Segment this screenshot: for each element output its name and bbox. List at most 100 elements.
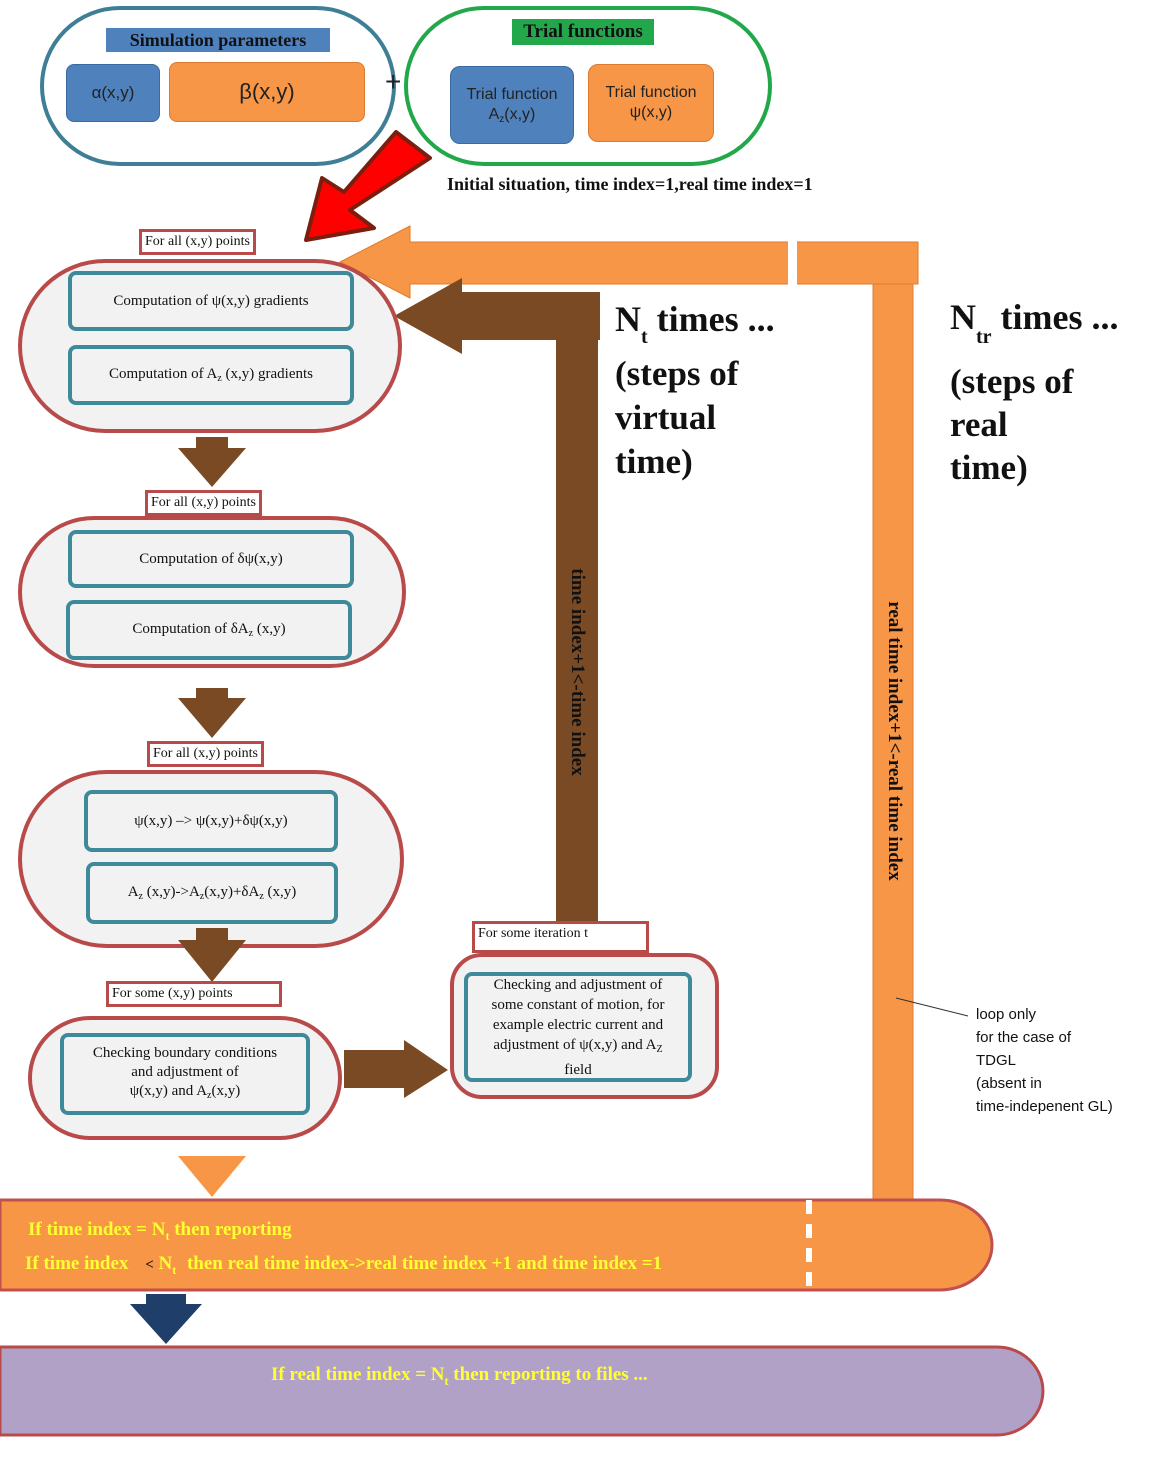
note-line-4: (absent in xyxy=(976,1075,1042,1092)
plus-sign: + xyxy=(385,66,402,97)
virtual-desc-1: (steps of xyxy=(615,354,739,393)
report-line-1-post: then reporting xyxy=(169,1219,292,1240)
label-some-iteration: For some iteration t xyxy=(472,921,649,953)
motion-box: Checking and adjustment of some constant… xyxy=(464,972,692,1082)
update-az-sub2: z xyxy=(199,891,205,902)
virtual-bar-text: time index+1<-time index xyxy=(567,568,588,776)
report-line-2-n: N xyxy=(158,1253,173,1274)
right-arrow-motion xyxy=(344,1040,448,1098)
trial-az-sub: z xyxy=(499,114,505,125)
delta-az-text: Computation of δAz (x,y) xyxy=(132,621,285,639)
grad-az-sub: z xyxy=(217,373,222,384)
delta-psi-box: Computation of δψ(x,y) xyxy=(68,530,354,588)
report-line-2-pre: If time index xyxy=(25,1253,129,1274)
real-loop-count: Ntr times ... xyxy=(950,296,1119,349)
virtual-desc-2: virtual xyxy=(615,398,717,437)
delta-az-post: (x,y) xyxy=(256,621,286,637)
virtual-loop-desc: (steps of virtual time) xyxy=(615,352,738,484)
label-all-points-3: For all (x,y) points xyxy=(147,741,264,767)
update-az-d: (x,y) xyxy=(267,884,297,900)
trial-az-symbol: A xyxy=(488,106,500,123)
trial-az-line2: Az(x,y) xyxy=(451,105,573,130)
trial-psi-line2: ψ(x,y) xyxy=(629,104,673,121)
motion-line2: some constant of motion, for xyxy=(491,996,665,1013)
update-az-sub1: z xyxy=(138,891,143,902)
update-az-a: A xyxy=(127,884,139,900)
update-az-c: (x,y)+δA xyxy=(204,884,260,900)
start-arrow xyxy=(304,130,432,242)
label-some-points: For some (x,y) points xyxy=(106,981,282,1007)
report-line-2: If time index < Nt then real time index-… xyxy=(25,1253,662,1278)
trial-psi-line1: Trial function xyxy=(605,84,697,101)
beta-box: β(x,y) xyxy=(169,62,365,122)
report-line-2-post: then real time index->real time index +1… xyxy=(186,1253,663,1274)
update-az-sub3: z xyxy=(259,891,264,902)
motion-line1: Checking and adjustment of xyxy=(493,976,663,993)
delta-psi-text: Computation of δψ(x,y) xyxy=(139,550,283,567)
motion-text: Checking and adjustment of some constant… xyxy=(492,975,665,1080)
boundary-line3-sub: z xyxy=(207,1089,212,1101)
final-container xyxy=(0,1345,1045,1437)
motion-line4-sub: Z xyxy=(656,1043,663,1055)
final-post: then reporting to files ... xyxy=(448,1364,648,1385)
initial-situation-text: Initial situation, time index=1,real tim… xyxy=(447,174,813,194)
boundary-line3: ψ(x,y) and Az(x,y) xyxy=(93,1082,277,1105)
grad-psi-text: Computation of ψ(x,y) gradients xyxy=(113,292,309,309)
real-times: times ... xyxy=(991,297,1119,337)
real-desc-1: (steps of xyxy=(950,362,1074,401)
real-time-loop-bar xyxy=(872,283,914,1205)
report-line-1-sub: t xyxy=(165,1229,170,1243)
trial-az-line1: Trial function xyxy=(466,86,558,103)
real-n: N xyxy=(950,297,976,337)
update-az-text: Az (x,y)->Az(x,y)+δAz (x,y) xyxy=(128,884,297,902)
label-all-points-1: For all (x,y) points xyxy=(139,229,256,255)
report-line-1-pre: If time index = N xyxy=(28,1219,166,1240)
note-line-2: for the case of xyxy=(976,1029,1072,1046)
sim-params-title: Simulation parameters xyxy=(106,28,330,52)
report-line-1: If time index = Nt then reporting xyxy=(28,1219,292,1244)
update-psi-text: ψ(x,y) –> ψ(x,y)+δψ(x,y) xyxy=(134,812,288,829)
boundary-box: Checking boundary conditions and adjustm… xyxy=(60,1033,310,1115)
grad-az-post: (x,y) gradients xyxy=(225,366,314,382)
virtual-time-return-arrow xyxy=(394,278,600,354)
virtual-desc-3: time) xyxy=(615,442,693,481)
delta-az-pre: Computation of δA xyxy=(132,621,249,637)
motion-line4: adjustment of ψ(x,y) and AZ xyxy=(492,1035,665,1060)
note-line-5: time-indepenent GL) xyxy=(976,1098,1113,1115)
boundary-line3-pre: ψ(x,y) and A xyxy=(129,1082,208,1099)
final-pre: If real time index = N xyxy=(271,1364,445,1385)
virtual-times: times ... xyxy=(647,299,775,339)
boundary-line1: Checking boundary conditions xyxy=(92,1044,278,1061)
virtual-time-loop-bar xyxy=(556,330,598,922)
grad-az-box: Computation of Az (x,y) gradients xyxy=(68,345,354,405)
report-line-2-lt: < xyxy=(145,1257,154,1273)
update-az-b: (x,y)->A xyxy=(146,884,200,900)
trial-psi-box: Trial function ψ(x,y) xyxy=(588,64,714,142)
alpha-box: α(x,y) xyxy=(66,64,160,122)
real-loop-desc: (steps of real time) xyxy=(950,360,1073,489)
real-bar-text: real time index+1<-real time index xyxy=(884,601,905,881)
tdgl-note: loop only for the case of TDGL (absent i… xyxy=(976,1003,1113,1118)
virtual-loop-count: Nt times ... xyxy=(615,298,775,349)
virtual-n: N xyxy=(615,299,641,339)
real-desc-2: real xyxy=(950,405,1008,444)
final-sub: t xyxy=(444,1374,449,1388)
down-arrow-3 xyxy=(178,928,246,982)
boundary-line3-post: (x,y) xyxy=(211,1082,241,1099)
trial-az-rest: (x,y) xyxy=(504,106,536,123)
report-line-2-sub: t xyxy=(172,1263,177,1277)
update-psi-box: ψ(x,y) –> ψ(x,y)+δψ(x,y) xyxy=(84,790,338,852)
grad-psi-box: Computation of ψ(x,y) gradients xyxy=(68,271,354,331)
grad-az-pre: Computation of A xyxy=(108,366,218,382)
grad-az-text: Computation of Az (x,y) gradients xyxy=(109,366,313,384)
orange-down-arrow xyxy=(178,1156,246,1197)
final-report-text: If real time index = Nt then reporting t… xyxy=(271,1364,648,1389)
real-time-return-arrow xyxy=(338,225,919,299)
label-all-points-2: For all (x,y) points xyxy=(145,490,262,516)
delta-az-sub: z xyxy=(248,628,254,639)
trial-functions-title: Trial functions xyxy=(512,19,654,45)
virtual-sub: t xyxy=(641,326,648,348)
note-leader-line xyxy=(895,997,969,1017)
navy-down-arrow xyxy=(130,1294,202,1344)
